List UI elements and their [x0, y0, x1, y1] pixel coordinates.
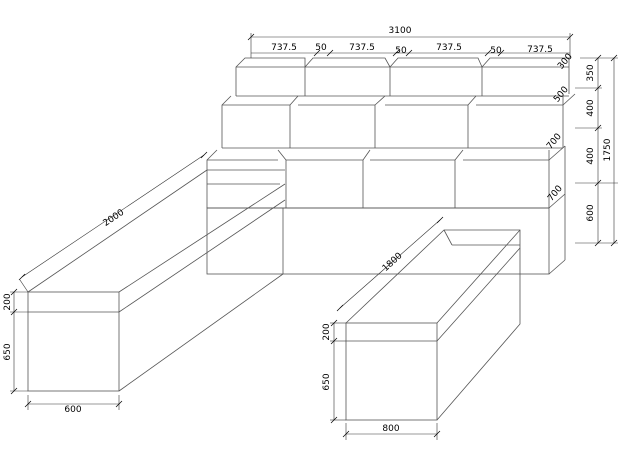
overall-width-label: 3100	[389, 26, 412, 36]
tier-base-block	[206, 146, 566, 275]
tier-base-height-label: 600	[586, 204, 596, 221]
left-planter	[27, 169, 286, 392]
left-planter-length-label: 2000	[102, 208, 127, 229]
segment-1-label: 737.5	[271, 43, 297, 53]
left-planter-width-label: 600	[64, 405, 81, 415]
top-dimension-group: 3100 737.5 50 737.5 50 737.5 50 737.5	[247, 26, 574, 58]
left-planter-dimensions: 2000 200 650 600	[3, 151, 208, 415]
segment-2-label: 737.5	[349, 43, 375, 53]
segment-4-label: 737.5	[527, 45, 553, 55]
right-planter	[345, 229, 521, 421]
right-dimension-group: 350 400 400 600 1750 300 500 700 700	[545, 52, 618, 247]
tier-1-height-label: 350	[586, 64, 596, 81]
tier-1-depth-label: 300	[556, 52, 575, 72]
tier-third-blocks	[206, 145, 566, 209]
stepped-block-structure	[206, 57, 576, 275]
tier-2-depth-label: 500	[552, 85, 571, 105]
tier-top-blocks	[235, 57, 570, 97]
tier-2-height-label: 400	[586, 99, 596, 116]
overall-height-label: 1750	[603, 138, 613, 161]
left-planter-height-label: 650	[3, 343, 13, 360]
tier-second-blocks	[221, 93, 576, 149]
gap-2-label: 50	[395, 46, 407, 56]
gap-1-label: 50	[315, 43, 327, 53]
segment-3-label: 737.5	[436, 43, 462, 53]
right-planter-top-label: 200	[322, 323, 332, 340]
left-planter-top-label: 200	[3, 293, 13, 310]
tier-3-height-label: 400	[586, 147, 596, 164]
gap-3-label: 50	[490, 46, 502, 56]
right-planter-height-label: 650	[322, 373, 332, 390]
right-planter-dimensions: 1800 200 650 800	[322, 216, 444, 440]
right-planter-width-label: 800	[382, 424, 399, 434]
tier-3-depth-label: 700	[545, 132, 564, 152]
